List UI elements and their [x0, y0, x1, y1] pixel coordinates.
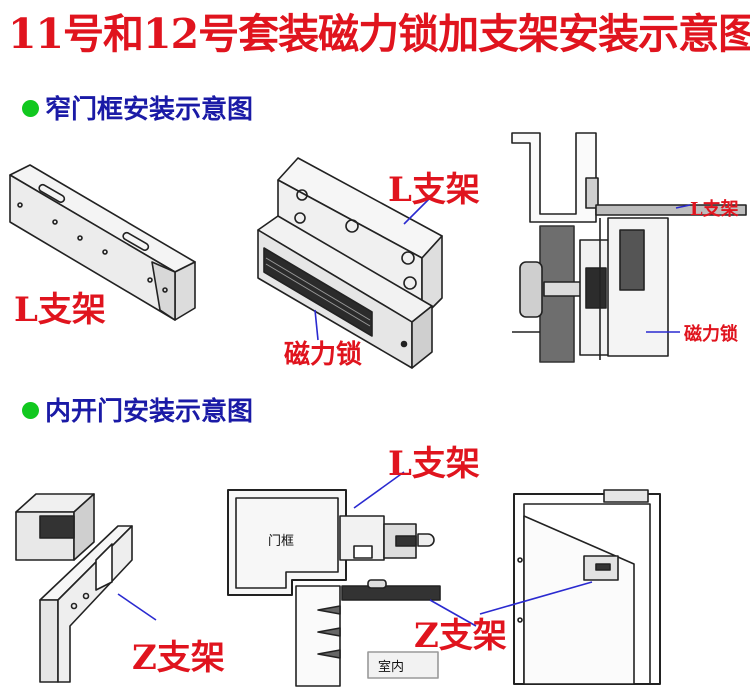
- leader-line: [403, 195, 433, 225]
- green-bullet-icon: [22, 402, 39, 419]
- label-maglock-1: 磁力锁: [284, 340, 363, 370]
- section-heading-inward-door: 内开门安装示意图: [22, 394, 253, 430]
- label-l-bracket-2: L支架: [388, 170, 480, 210]
- lock-with-z-bracket-drawing: [15, 493, 133, 683]
- label-l-bracket-1: L支架: [14, 290, 106, 330]
- label-maglock-2: 磁力锁: [684, 324, 738, 345]
- leader-line: [675, 204, 691, 209]
- label-indoor: 室内: [378, 660, 405, 675]
- leader-line: [353, 471, 405, 509]
- leader-line: [479, 581, 593, 615]
- label-z-bracket-1: Z支架: [132, 638, 225, 678]
- narrow-frame-section-drawing: [511, 132, 747, 363]
- label-z-bracket-2: Z支架: [414, 616, 507, 656]
- leader-line: [314, 309, 319, 341]
- green-bullet-icon: [22, 100, 39, 117]
- section-heading-text: 内开门安装示意图: [45, 397, 254, 427]
- page-title: 11号和12号套装磁力锁加支架安装示意图: [8, 10, 750, 58]
- label-l-bracket-3: L支架: [690, 199, 739, 220]
- door-perspective-drawing: [513, 489, 661, 685]
- leader-line: [117, 593, 157, 621]
- label-l-bracket-4: L支架: [388, 444, 480, 484]
- l-bracket-drawing: [9, 164, 196, 321]
- section-heading-narrow-frame: 窄门框安装示意图: [22, 92, 253, 128]
- lock-with-l-bracket-drawing: [257, 157, 443, 369]
- leader-line: [429, 599, 477, 627]
- inward-door-section-drawing: [227, 489, 441, 687]
- label-door-frame: 门框: [268, 534, 295, 549]
- section-heading-text: 窄门框安装示意图: [45, 95, 254, 125]
